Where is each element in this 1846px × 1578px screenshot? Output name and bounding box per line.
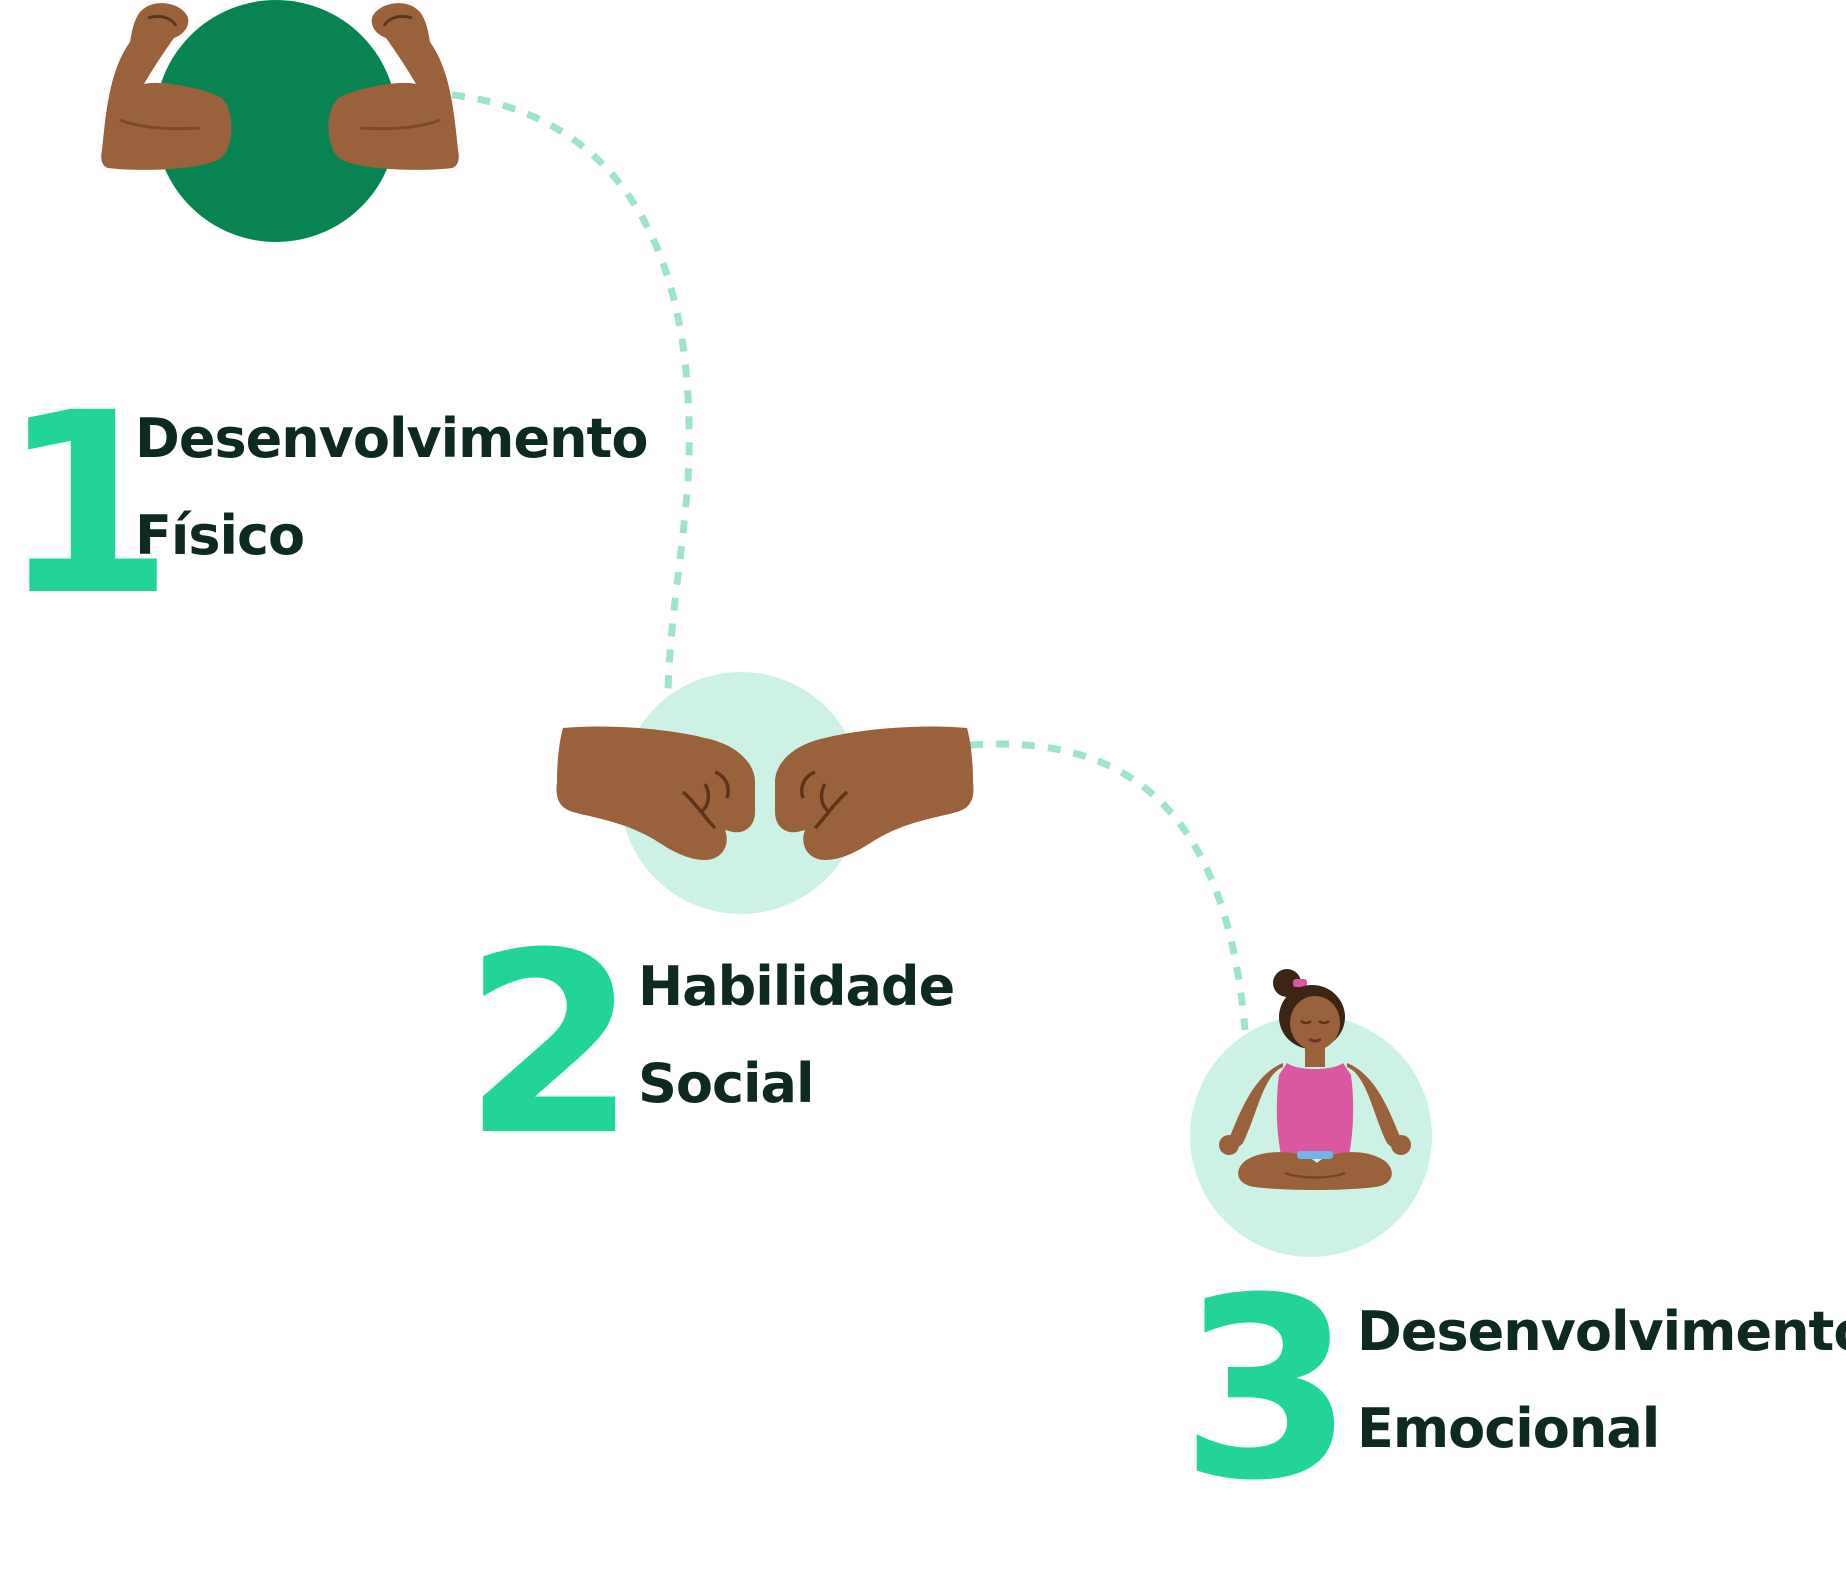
step-2-label-line2: Social <box>638 1052 814 1115</box>
step-3-label: Desenvolvimento Emocional <box>1357 1283 1846 1477</box>
step-3-label-line2: Emocional <box>1357 1397 1660 1460</box>
step-2-number: 2 <box>463 899 637 1190</box>
connector-step2-step3 <box>969 740 1249 1031</box>
fist-bump-icon <box>556 726 974 860</box>
step-1-label-line1: Desenvolvimento <box>135 407 648 470</box>
step-1-number: 1 <box>0 359 174 650</box>
connector-step1-step2 <box>399 88 693 691</box>
step-3-number: 3 <box>1180 1244 1354 1535</box>
flexed-biceps-icon <box>101 3 459 170</box>
step-1-label: Desenvolvimento Físico <box>135 390 648 584</box>
step-3-label-line1: Desenvolvimento <box>1357 1300 1846 1363</box>
step-1-label-line2: Físico <box>135 504 305 567</box>
step-2-label-line1: Habilidade <box>638 955 955 1018</box>
meditating-woman-icon <box>1219 969 1411 1190</box>
step-2-label: Habilidade Social <box>638 938 955 1132</box>
